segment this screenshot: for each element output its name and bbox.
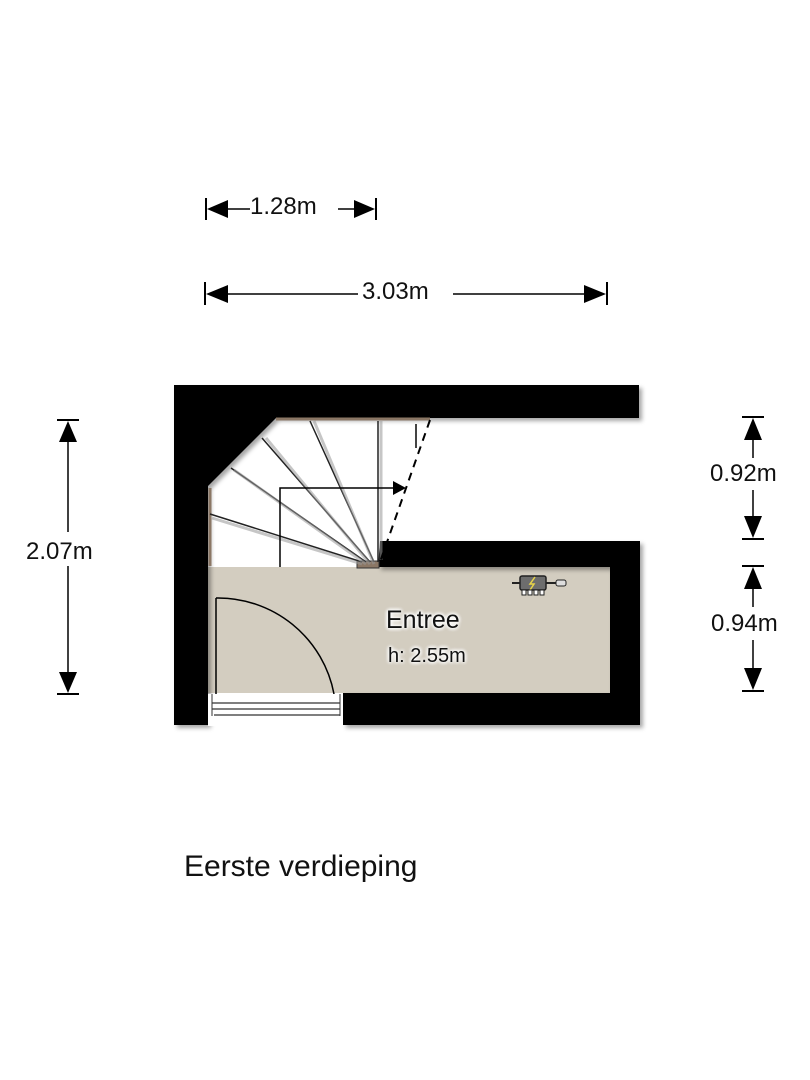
winding-staircase (208, 417, 431, 569)
floor-title: Eerste verdieping (184, 850, 418, 883)
entrance-door-swing (215, 597, 335, 695)
dimension-top-short (205, 198, 377, 220)
walls (174, 385, 640, 725)
room-name-entree: Entree (386, 606, 460, 634)
dimension-label-right-lower: 0.94m (711, 610, 778, 637)
dimension-label-right-upper: 0.92m (710, 460, 777, 487)
dimension-label-top-long: 3.03m (362, 278, 429, 305)
dimension-label-top-short: 1.28m (250, 193, 317, 220)
dimension-left-total (57, 419, 79, 695)
electric-meter-icon (512, 575, 567, 596)
dimension-right-lower (742, 565, 764, 692)
dimension-right-upper (742, 416, 764, 540)
room-height-entree: h: 2.55m (388, 645, 466, 667)
dimension-top-long (204, 282, 608, 305)
door-threshold (208, 694, 343, 726)
dimension-label-left-total: 2.07m (26, 538, 93, 565)
